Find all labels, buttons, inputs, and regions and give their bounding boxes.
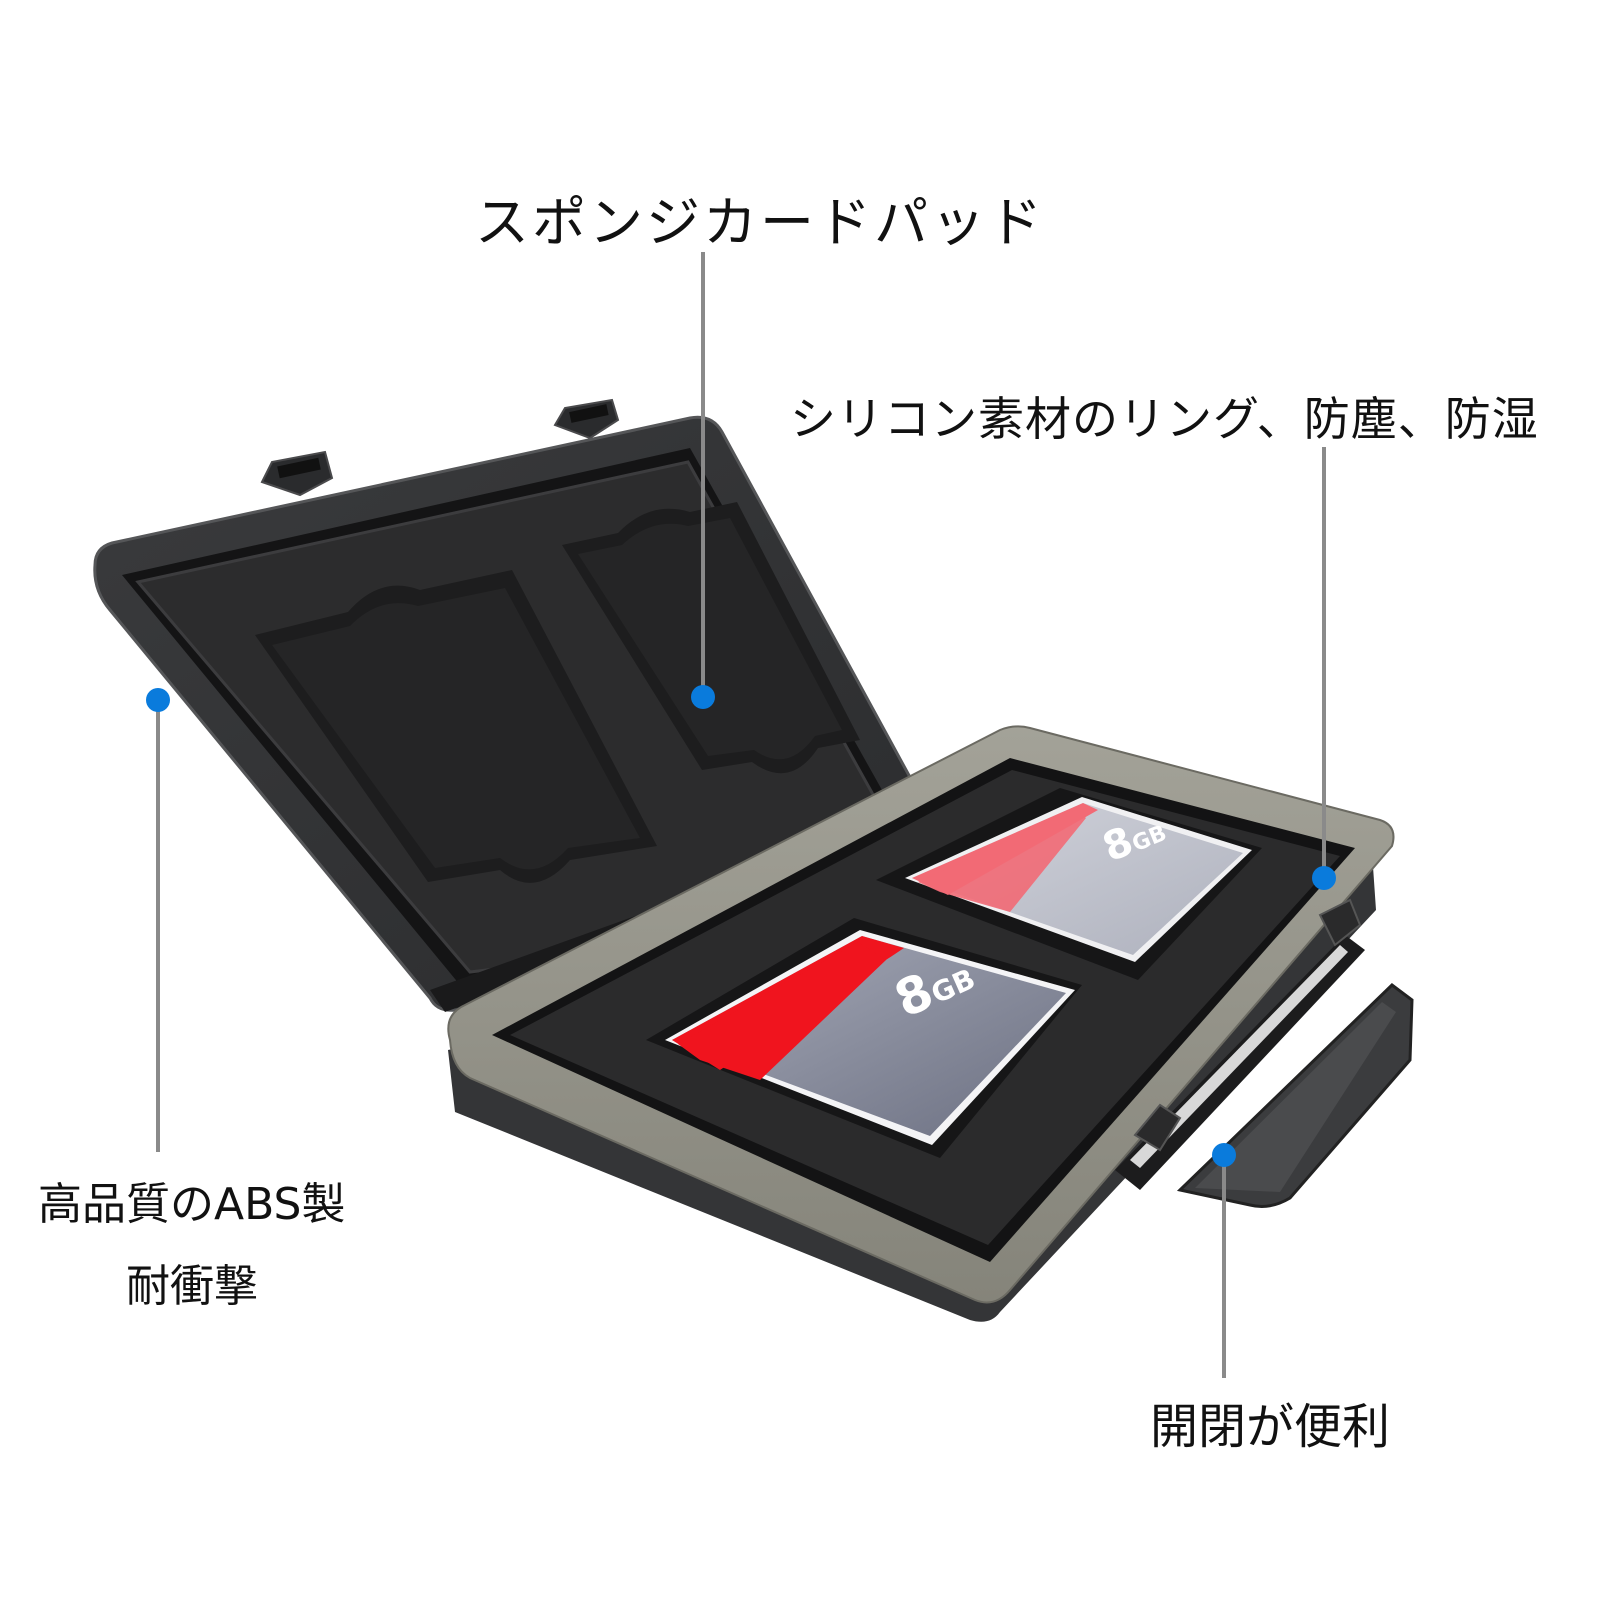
cf-card-back: 8GB — [905, 797, 1252, 962]
callout-dot-icon — [146, 688, 170, 712]
callout-dot-icon — [691, 685, 715, 709]
callout-sponge-pointer — [691, 252, 715, 709]
callout-label-shock-resistant: 耐衝撃 — [126, 1261, 258, 1312]
latch — [1115, 898, 1365, 1190]
callout-label-easy-open: 開閉が便利 — [1150, 1399, 1391, 1455]
callout-abs-pointer — [146, 688, 170, 1152]
callout-silicone-pointer — [1312, 447, 1336, 890]
case-base: 8GB 8GB — [447, 725, 1414, 1322]
callout-dot-icon — [1312, 866, 1336, 890]
callout-open-pointer — [1212, 1143, 1236, 1378]
callout-label-abs-material: 高品質のABS製 — [38, 1179, 346, 1230]
callout-label-silicone-ring: シリコン素材のリング、防塵、防湿 — [790, 392, 1539, 446]
callout-label-sponge-pad: スポンジカードパッド — [475, 191, 1045, 254]
cf-card-front: 8GB — [665, 930, 1075, 1145]
callout-dot-icon — [1212, 1143, 1236, 1167]
